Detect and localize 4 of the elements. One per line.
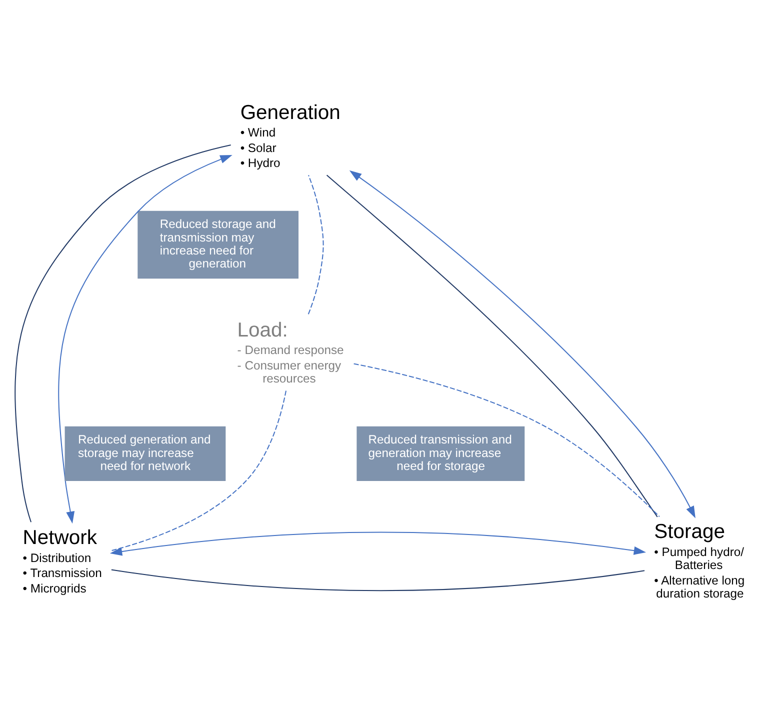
node-text: Network • Distribution • Transmission • Microgrids — [22, 526, 102, 595]
node-text: Load: - Demand response - Consumer energy resources — [236, 318, 344, 385]
node-text: Storage • Pumped hydro/ Batteries • Alternative long duration storage — [654, 520, 744, 600]
node-text: Generation • Wind • Solar • Hydro — [240, 101, 340, 170]
